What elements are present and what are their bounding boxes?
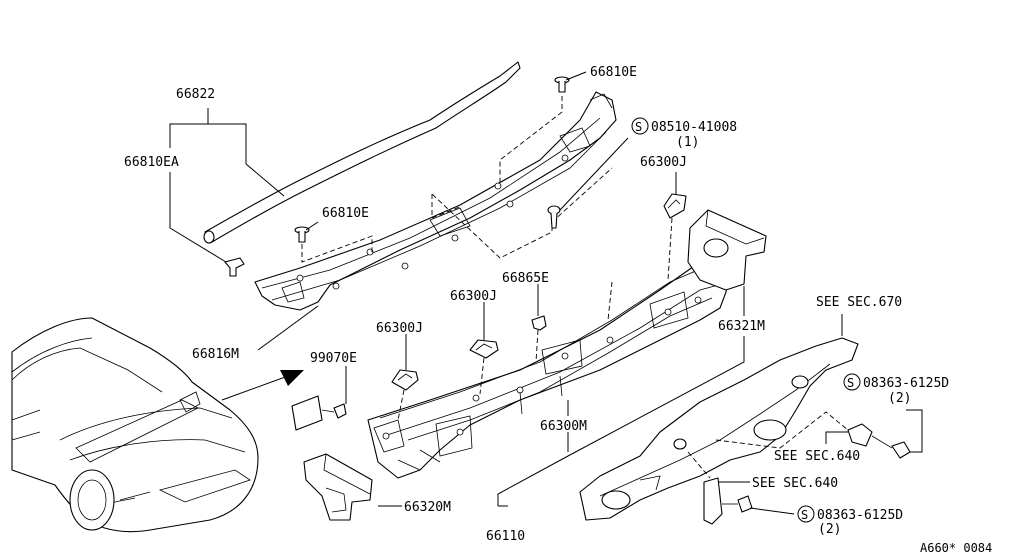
label-66321M: 66321M xyxy=(718,319,765,334)
locator-dashes-sec640 xyxy=(715,411,849,449)
grommet-66300J-left xyxy=(391,369,419,391)
screw-08510 xyxy=(547,205,561,229)
svg-text:S: S xyxy=(847,376,854,390)
label-08363-6125D-top: 08363-6125D xyxy=(863,376,949,391)
label-66810EA: 66810EA xyxy=(124,155,179,170)
label-66300J-right: 66300J xyxy=(640,155,687,170)
bracket-66321M xyxy=(687,209,767,291)
label-66300J-left: 66300J xyxy=(376,321,423,336)
label-08510-41008: 08510-41008 xyxy=(651,120,737,135)
bracket-sec640-lower xyxy=(703,477,753,525)
label-66816M: 66816M xyxy=(192,347,239,362)
svg-text:S: S xyxy=(801,508,808,522)
grommet-66300J-mid xyxy=(469,339,499,359)
label-see-sec-640-b: SEE SEC.640 xyxy=(752,476,838,491)
label-08363-6125D-bot: 08363-6125D xyxy=(817,508,903,523)
direction-arrow xyxy=(221,370,304,401)
clip-66810E-top xyxy=(554,76,570,93)
drawing-code: A660* 0084 xyxy=(920,541,992,555)
cowl-lower-panel-66300M xyxy=(367,257,731,479)
label-66300M: 66300M xyxy=(540,419,587,434)
locator-dashes-lower xyxy=(397,217,673,421)
clip-66810EA xyxy=(224,257,245,277)
cowl-top-panel-66816M xyxy=(254,91,617,311)
label-99070E: 99070E xyxy=(310,351,357,366)
label-66865E: 66865E xyxy=(502,271,549,286)
label-66810E-top: 66810E xyxy=(590,65,637,80)
label-66822: 66822 xyxy=(176,87,215,102)
side-panel-sec670 xyxy=(579,337,859,521)
screw-symbol-08363-bot: S xyxy=(797,505,815,523)
seal-strip-66822 xyxy=(203,61,521,244)
label-see-sec-670: SEE SEC.670 xyxy=(816,295,902,310)
label-66810E-mid: 66810E xyxy=(322,206,369,221)
label-66300J-mid: 66300J xyxy=(450,289,497,304)
label-08510-qty: (1) xyxy=(676,135,699,150)
label-66110: 66110 xyxy=(486,529,525,544)
clip-66810E-mid xyxy=(294,226,310,243)
screw-symbol-08510: S xyxy=(631,117,649,135)
leader-lines xyxy=(169,71,923,515)
label-see-sec-640-a: SEE SEC.640 xyxy=(774,449,860,464)
plate-99070E xyxy=(291,395,347,431)
bracket-66320M xyxy=(303,453,373,521)
svg-text:S: S xyxy=(635,120,642,134)
label-66320M: 66320M xyxy=(404,500,451,515)
car-outline xyxy=(11,317,259,533)
clip-66865E xyxy=(531,315,547,331)
label-08363-top-qty: (2) xyxy=(888,391,911,406)
label-08363-bot-qty: (2) xyxy=(818,522,841,537)
screw-symbol-08363-top: S xyxy=(843,373,861,391)
grommet-66300J-right xyxy=(663,193,687,219)
